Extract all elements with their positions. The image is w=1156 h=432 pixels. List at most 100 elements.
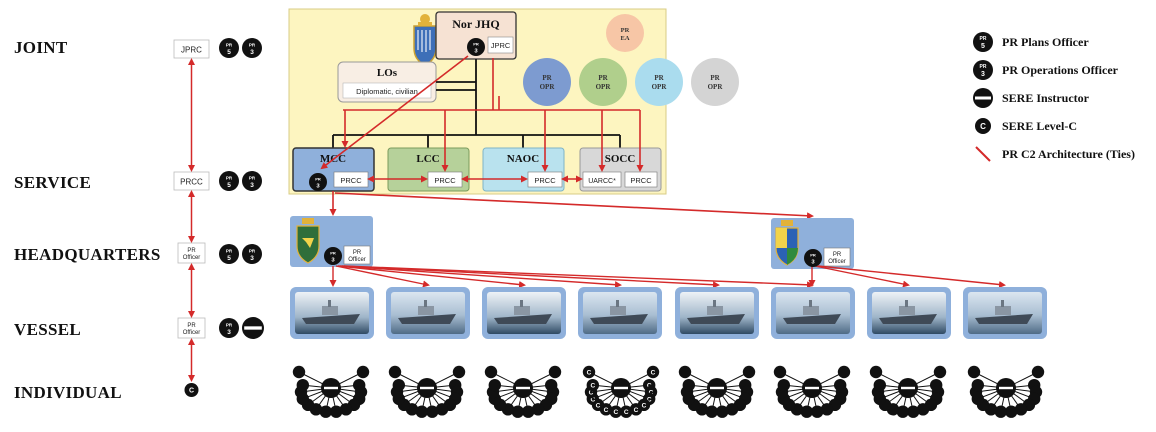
svg-text:PR: PR xyxy=(353,250,362,256)
los-title: LOs xyxy=(377,67,398,79)
pr-ties-joint xyxy=(320,55,814,220)
svg-text:3: 3 xyxy=(811,260,815,266)
individual-cluster: CCCCCCCCCCCCCC xyxy=(582,365,660,418)
svg-text:PR: PR xyxy=(980,64,987,70)
legend-sere-level-c-label: SERE Level-C xyxy=(1002,118,1077,133)
nor-jhq-title: Nor JHQ xyxy=(452,17,499,31)
individual-cluster xyxy=(484,365,562,418)
svg-text:3: 3 xyxy=(227,329,231,336)
pr-operations-officer-icon: PR3 xyxy=(973,60,993,80)
sere-level-c-icon: C xyxy=(975,118,991,134)
lcc-label: LCC xyxy=(416,153,439,165)
svg-text:C: C xyxy=(587,370,592,377)
level-service: SERVICE xyxy=(14,173,92,192)
sere-instructor-icon xyxy=(973,88,993,108)
vessel-photo xyxy=(963,287,1047,339)
pr-ties-vessels xyxy=(329,265,1006,289)
svg-text:C: C xyxy=(590,383,595,390)
ops-badge-icon: PR3 xyxy=(242,244,262,264)
ops-badge-icon: PR3 xyxy=(467,38,485,56)
svg-text:5: 5 xyxy=(981,43,985,50)
svg-text:OPR: OPR xyxy=(596,83,612,91)
vessel-photo xyxy=(290,287,374,339)
plans-badge-icon: PR5 xyxy=(219,244,239,264)
sere-c-badge-icon: C xyxy=(184,383,199,397)
svg-text:PR: PR xyxy=(226,249,233,254)
individual-cluster xyxy=(967,365,1045,418)
svg-text:5: 5 xyxy=(227,182,231,189)
svg-text:PR: PR xyxy=(980,36,987,42)
los-subtitle: Diplomatic, civilian xyxy=(356,87,418,96)
level-individual: INDIVIDUAL xyxy=(14,383,122,402)
svg-text:PR: PR xyxy=(226,176,233,181)
individual-cluster xyxy=(773,365,851,418)
svg-text:C: C xyxy=(634,407,639,414)
svg-text:PR: PR xyxy=(226,43,233,48)
pr-ea-circle xyxy=(606,14,644,52)
svg-text:3: 3 xyxy=(316,184,320,190)
socc-uarcc: UARCC* xyxy=(588,178,616,185)
svg-text:Officer: Officer xyxy=(183,330,201,336)
individual-cluster xyxy=(388,365,466,418)
naoc-prcc: PRCC xyxy=(534,176,556,185)
svg-text:OPR: OPR xyxy=(540,83,556,91)
svg-text:5: 5 xyxy=(227,255,231,262)
svg-text:Officer: Officer xyxy=(348,257,366,263)
individual-row: CCCCCCCCCCCCCC xyxy=(292,365,1045,418)
vessel-photo xyxy=(771,287,855,339)
level-vessel: VESSEL xyxy=(14,320,82,339)
svg-text:PR: PR xyxy=(249,176,256,181)
vessel-row xyxy=(290,287,1047,339)
svg-text:PR: PR xyxy=(187,323,196,329)
svg-text:Officer: Officer xyxy=(828,259,846,265)
mcc-prcc: PRCC xyxy=(340,176,362,185)
svg-text:OPR: OPR xyxy=(708,83,724,91)
nor-jhq-jprc: JPRC xyxy=(491,41,511,50)
pr-ea-line1: PR xyxy=(621,27,630,34)
lcc-prcc: PRCC xyxy=(434,176,456,185)
legend-sere-instructor-label: SERE Instructor xyxy=(1002,90,1090,105)
svg-text:3: 3 xyxy=(250,255,254,262)
ops-badge-icon: PR 3 xyxy=(804,249,822,267)
individual-cluster xyxy=(292,365,370,418)
svg-text:C: C xyxy=(189,387,194,394)
plans-badge-icon: PR5 xyxy=(219,38,239,58)
svg-text:PR: PR xyxy=(710,74,720,82)
svg-text:Officer: Officer xyxy=(183,255,201,261)
naoc-label: NAOC xyxy=(507,153,539,165)
individual-cluster xyxy=(678,365,756,418)
svg-text:C: C xyxy=(613,409,618,416)
svg-text:C: C xyxy=(980,122,986,131)
svg-text:PR: PR xyxy=(249,43,256,48)
vessel-photo xyxy=(578,287,662,339)
svg-text:PR: PR xyxy=(226,323,233,328)
level-joint: JOINT xyxy=(14,38,68,57)
socc-prcc: PRCC xyxy=(630,176,652,185)
left-prcc: PRCC xyxy=(180,178,203,187)
red-tie-icon xyxy=(975,146,991,162)
left-column: JPRC PRCC PR Officer PR Officer xyxy=(173,39,210,382)
svg-text:PR: PR xyxy=(833,252,842,258)
individual-cluster xyxy=(869,365,947,418)
svg-text:C: C xyxy=(642,402,647,409)
level-headquarters: HEADQUARTERS xyxy=(14,245,161,264)
svg-text:PR: PR xyxy=(315,177,321,182)
coat-of-arms-icon xyxy=(775,220,799,266)
svg-text:PR: PR xyxy=(598,74,608,82)
legend-sere-instructor: SERE Instructor xyxy=(972,84,1152,112)
svg-text:PR: PR xyxy=(542,74,552,82)
svg-text:PR: PR xyxy=(330,251,336,256)
svg-text:C: C xyxy=(590,396,595,403)
legend-plans-officer-label: PR Plans Officer xyxy=(1002,34,1089,49)
svg-text:3: 3 xyxy=(250,49,254,56)
svg-text:C: C xyxy=(604,407,609,414)
svg-text:C: C xyxy=(589,390,594,397)
svg-text:PR: PR xyxy=(810,253,816,258)
svg-text:PR: PR xyxy=(473,42,479,47)
svg-text:PR: PR xyxy=(187,248,196,254)
legend-c2-ties: PR C2 Architecture (Ties) xyxy=(972,140,1152,168)
svg-text:C: C xyxy=(596,402,601,409)
opr-circles: PR OPR PR OPR PR OPR PR OPR xyxy=(523,58,739,106)
